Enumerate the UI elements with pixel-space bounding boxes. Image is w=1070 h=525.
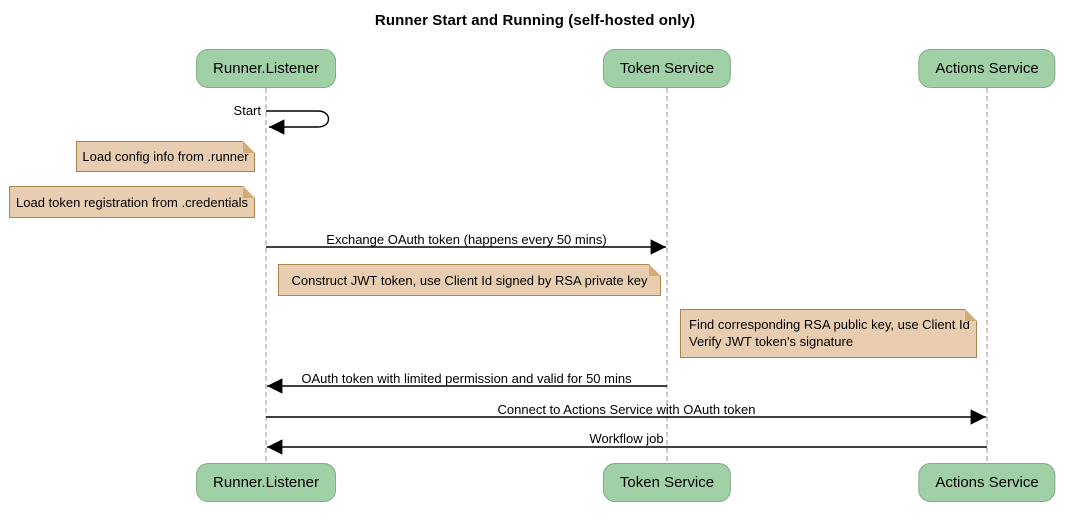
message-label-start: Start (233, 103, 261, 118)
participant-bottom-token-service: Token Service (602, 463, 732, 502)
participant-top-token-service: Token Service (602, 49, 732, 88)
note-folded-corner-icon (649, 264, 661, 276)
note-verify-jwt-text: Find corresponding RSA public key, use C… (689, 316, 970, 349)
note-folded-corner-icon (965, 309, 977, 321)
note-load-credentials: Load token registration from .credential… (9, 186, 255, 218)
participant-bottom-actions-service: Actions Service (918, 463, 1056, 502)
diagram-title: Runner Start and Running (self-hosted on… (374, 12, 696, 29)
message-label-workflow-job: Workflow job (589, 431, 664, 446)
note-load-config: Load config info from .runner (76, 141, 255, 172)
participant-top-runner-listener: Runner.Listener (196, 49, 336, 88)
message-label-connect: Connect to Actions Service with OAuth to… (497, 402, 756, 417)
note-verify-jwt: Find corresponding RSA public key, use C… (680, 309, 977, 358)
participant-top-actions-service: Actions Service (918, 49, 1056, 88)
note-construct-jwt-text: Construct JWT token, use Client Id signe… (291, 272, 648, 288)
note-load-config-text: Load config info from .runner (82, 149, 249, 164)
message-label-exchange-oauth: Exchange OAuth token (happens every 50 m… (326, 232, 607, 247)
note-folded-corner-icon (243, 186, 255, 198)
participant-bottom-runner-listener: Runner.Listener (196, 463, 336, 502)
arrow-start-self-message (266, 110, 330, 135)
message-label-oauth-return: OAuth token with limited permission and … (301, 371, 632, 386)
note-load-credentials-text: Load token registration from .credential… (16, 194, 248, 210)
note-construct-jwt: Construct JWT token, use Client Id signe… (278, 264, 661, 296)
note-folded-corner-icon (243, 141, 255, 153)
